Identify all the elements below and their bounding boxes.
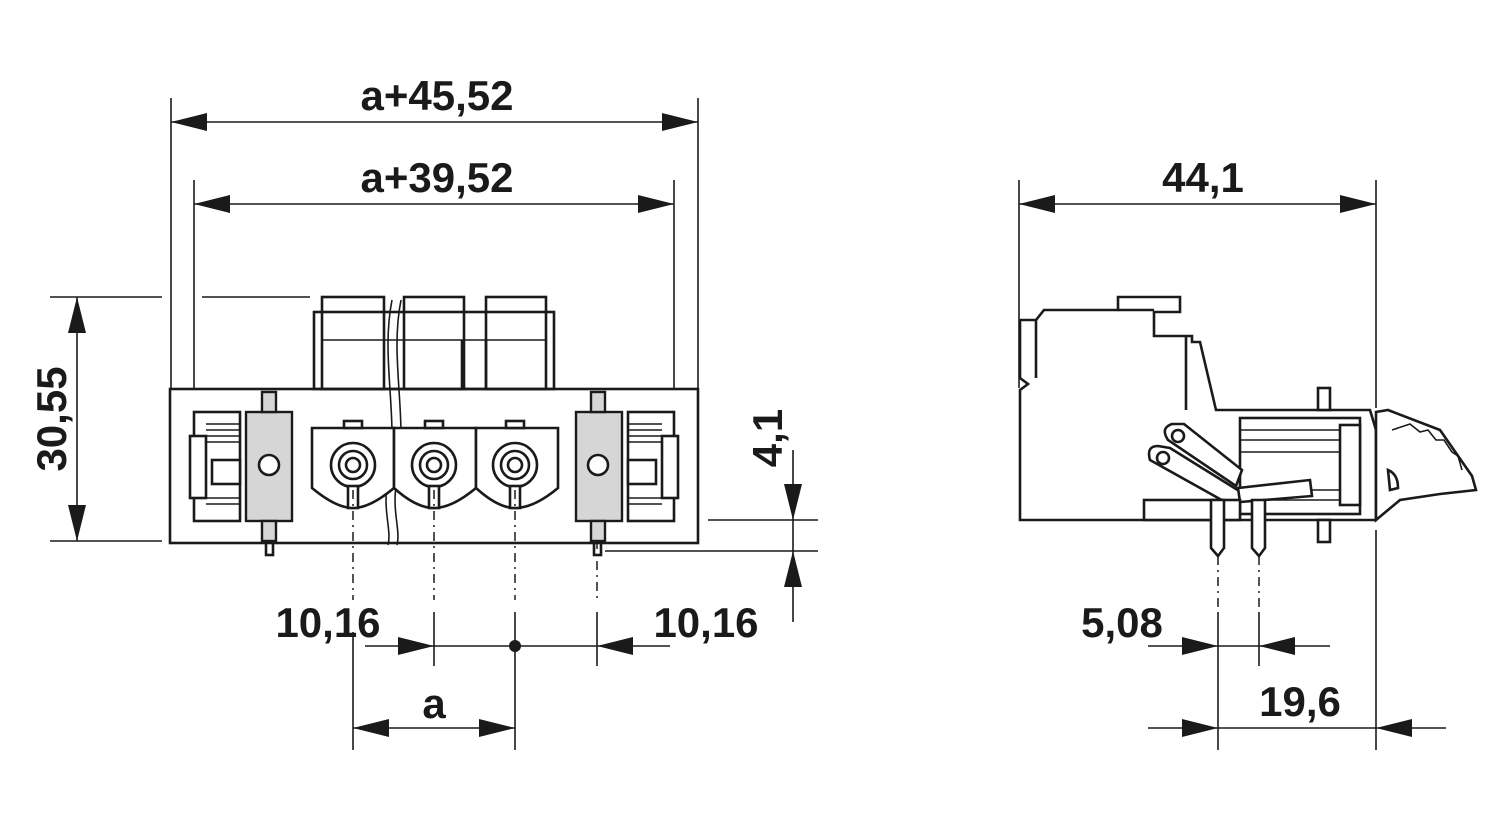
arrow-right	[1182, 719, 1218, 737]
arrow-right	[398, 637, 434, 655]
terminal-1	[310, 419, 396, 510]
arrow-right	[1340, 195, 1376, 213]
contact-arm-lower	[1147, 444, 1246, 510]
latch-left	[188, 410, 242, 523]
pin-to-back-label: 19,6	[1259, 678, 1341, 725]
reference-dot	[509, 640, 521, 652]
overall-width-label: a+45,52	[361, 72, 514, 119]
pitch-label: a	[422, 680, 446, 727]
top-clip	[1316, 386, 1332, 412]
height-label: 30,55	[28, 366, 75, 471]
arrow-right	[638, 195, 674, 213]
solder-pin	[264, 541, 275, 557]
flange-hole	[257, 453, 281, 477]
contact-bar	[1236, 478, 1314, 504]
pin-spacing-label: 5,08	[1081, 599, 1163, 646]
arrow-left	[171, 113, 207, 131]
base-step	[1142, 498, 1242, 522]
arrow-right	[662, 113, 698, 131]
arm-hole	[1155, 450, 1171, 466]
flange-tab	[589, 390, 607, 414]
arrow-down	[784, 484, 802, 520]
socket-contact	[1338, 423, 1362, 507]
terminal-2	[392, 419, 478, 510]
flange-hole	[586, 453, 610, 477]
front-view: a+45,52 a+39,52 30,55	[28, 72, 818, 750]
arrow-up	[68, 297, 86, 333]
side-depth-label: 44,1	[1162, 154, 1244, 201]
arrow-right	[479, 719, 515, 737]
lever-nub	[1386, 467, 1400, 492]
arrow-left	[1019, 195, 1055, 213]
flange-tab	[589, 519, 607, 543]
arrow-left	[597, 637, 633, 655]
arrow-left	[1376, 719, 1412, 737]
arm-hole	[1170, 428, 1186, 444]
pin-length-label: 4,1	[744, 409, 791, 467]
lever-grip	[1391, 423, 1463, 471]
arrow-left	[1259, 637, 1295, 655]
arrow-left	[353, 719, 389, 737]
arrow-right	[1182, 637, 1218, 655]
side-view: 44,1	[1018, 154, 1478, 750]
latch-right	[626, 410, 680, 523]
flange-tab	[260, 519, 278, 543]
right-offset-label: 10,16	[653, 599, 758, 646]
arrow-up	[784, 551, 802, 587]
bottom-clip	[1316, 518, 1332, 544]
pcb-pin	[1250, 498, 1267, 559]
plug-outline	[312, 310, 556, 391]
flange-tab	[260, 390, 278, 414]
arrow-down	[68, 505, 86, 541]
pcb-pin	[1209, 498, 1226, 559]
latch-lever	[1374, 408, 1478, 523]
terminal-3	[474, 419, 560, 510]
arrow-left	[194, 195, 230, 213]
inner-width-label: a+39,52	[361, 154, 514, 201]
left-offset-label: 10,16	[275, 599, 380, 646]
